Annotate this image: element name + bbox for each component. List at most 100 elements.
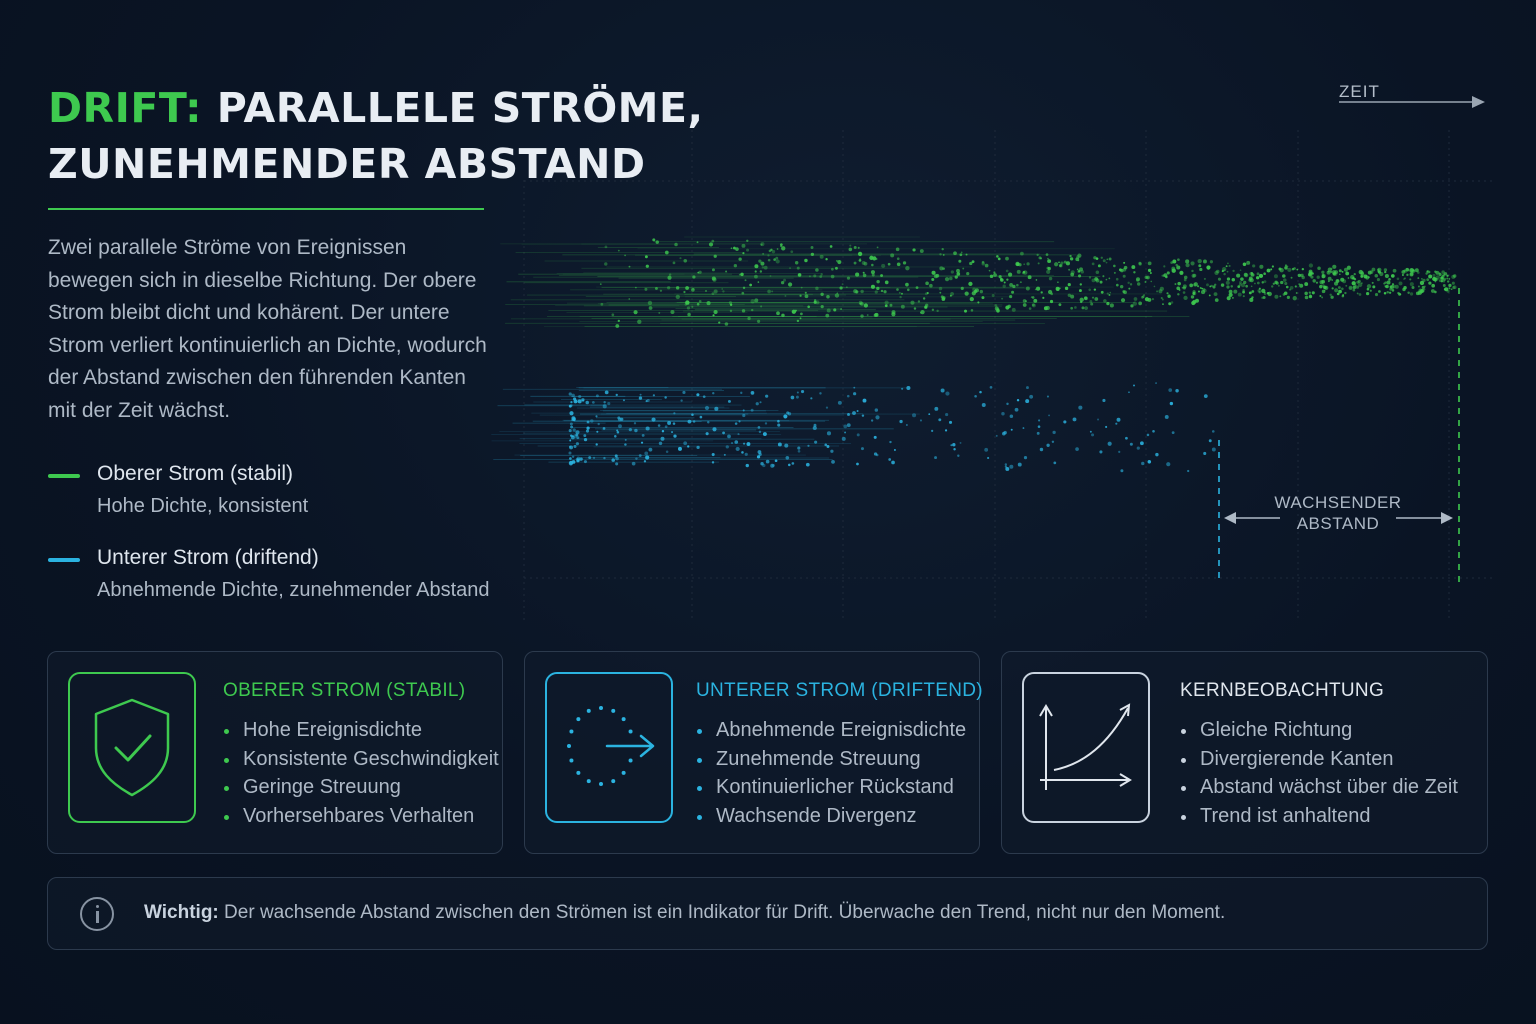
upper-event-dot xyxy=(1409,282,1414,287)
upper-event-dot xyxy=(763,265,768,270)
lower-event-dot xyxy=(862,398,867,403)
lower-event-dot xyxy=(931,429,934,432)
upper-event-dot xyxy=(1446,280,1450,283)
upper-event-dot xyxy=(846,286,848,288)
upper-event-dot xyxy=(796,266,800,270)
list-item: Abstand wächst über die Zeit xyxy=(1180,773,1458,802)
upper-event-dot xyxy=(958,259,962,263)
upper-event-dot xyxy=(1388,291,1392,294)
title-line1: PARALLELE STRÖME, xyxy=(202,84,704,132)
lower-event-dot xyxy=(784,443,789,448)
lower-event-dot xyxy=(631,461,636,466)
upper-event-dot xyxy=(1197,258,1202,264)
upper-event-dot xyxy=(1223,272,1226,276)
upper-event-dot xyxy=(1451,274,1456,279)
upper-event-dot xyxy=(942,296,946,300)
upper-event-dot xyxy=(749,283,752,287)
upper-event-dot xyxy=(853,246,857,249)
upper-event-dot xyxy=(900,304,905,309)
lower-event-dot xyxy=(791,462,795,465)
lower-event-dot xyxy=(645,426,650,431)
upper-event-dot xyxy=(1199,267,1203,272)
lower-event-dot xyxy=(586,426,590,430)
lower-event-dot xyxy=(934,406,939,411)
lower-event-dot xyxy=(1208,439,1212,443)
upper-event-dot xyxy=(730,247,733,250)
lower-event-dot xyxy=(624,438,627,441)
upper-event-dot xyxy=(742,286,746,290)
icon-dot xyxy=(576,770,581,775)
upper-event-dot xyxy=(1207,267,1210,270)
upper-event-dot xyxy=(966,272,970,276)
upper-event-dot xyxy=(1147,268,1152,273)
upper-event-dot xyxy=(1261,296,1264,300)
upper-event-dot xyxy=(1001,297,1004,300)
upper-event-dot xyxy=(1346,265,1351,270)
icon-dot xyxy=(599,782,603,786)
upper-event-dot xyxy=(1160,296,1163,300)
upper-event-dot xyxy=(1079,297,1084,302)
upper-event-dot xyxy=(1226,270,1229,273)
upper-event-dot xyxy=(820,304,824,309)
upper-event-dot xyxy=(993,271,996,274)
lower-event-dot xyxy=(800,389,805,394)
upper-event-dot xyxy=(924,306,927,309)
lower-event-dot xyxy=(680,399,683,402)
upper-event-dot xyxy=(724,322,729,326)
upper-event-dot xyxy=(1442,280,1446,283)
upper-event-dot xyxy=(746,248,750,252)
upper-event-dot xyxy=(1177,293,1180,296)
lower-event-dot xyxy=(837,400,842,405)
upper-event-dot xyxy=(1417,285,1420,288)
lower-event-dot xyxy=(576,456,581,461)
upper-event-dot xyxy=(1080,300,1083,304)
upper-event-dot xyxy=(998,275,1002,279)
description: Zwei parallele Ströme von Ereignissen be… xyxy=(48,236,487,422)
upper-event-dot xyxy=(1304,282,1309,287)
upper-event-dot xyxy=(1103,299,1107,303)
upper-event-dot xyxy=(773,258,776,261)
upper-event-dot xyxy=(860,289,864,294)
upper-event-dot xyxy=(1045,253,1049,256)
lower-event-dot xyxy=(825,406,829,409)
lower-event-dot xyxy=(592,456,596,460)
upper-event-dot xyxy=(713,310,718,315)
upper-event-dot xyxy=(815,268,819,272)
upper-event-dot xyxy=(1088,276,1092,279)
lower-event-dot xyxy=(1115,422,1118,425)
lower-event-dot xyxy=(905,424,908,427)
upper-event-dot xyxy=(1132,301,1138,306)
upper-event-dot xyxy=(1100,290,1104,294)
upper-event-dot xyxy=(775,259,780,264)
upper-event-dot xyxy=(729,309,733,313)
upper-event-dot xyxy=(1357,282,1363,288)
upper-event-dot xyxy=(896,262,901,267)
upper-event-dot xyxy=(781,313,785,318)
lower-event-dot xyxy=(950,444,953,447)
upper-event-dot xyxy=(875,258,878,260)
upper-event-dot xyxy=(815,300,820,305)
upper-event-dot xyxy=(1138,301,1142,306)
lower-event-dot xyxy=(641,433,645,437)
upper-event-dot xyxy=(804,291,807,294)
upper-event-dot xyxy=(1122,267,1127,272)
upper-event-dot xyxy=(760,243,763,246)
upper-event-dot xyxy=(1079,267,1083,272)
lower-event-dot xyxy=(722,431,725,435)
upper-event-dot xyxy=(1036,286,1041,291)
upper-event-dot xyxy=(1206,283,1209,287)
upper-event-dot xyxy=(1231,296,1234,299)
lower-event-dot xyxy=(906,385,911,391)
upper-event-dot xyxy=(919,311,922,314)
upper-event-dot xyxy=(813,300,817,304)
upper-event-dot xyxy=(1089,299,1093,303)
upper-event-dot xyxy=(1243,280,1247,285)
upper-event-dot xyxy=(729,303,733,306)
upper-event-dot xyxy=(969,296,974,302)
upper-event-dot xyxy=(834,293,840,298)
lower-event-dot xyxy=(758,452,762,457)
upper-event-dot xyxy=(599,283,602,285)
upper-event-dot xyxy=(880,289,884,293)
lower-event-dot xyxy=(624,443,627,446)
upper-event-dot xyxy=(1384,285,1387,288)
